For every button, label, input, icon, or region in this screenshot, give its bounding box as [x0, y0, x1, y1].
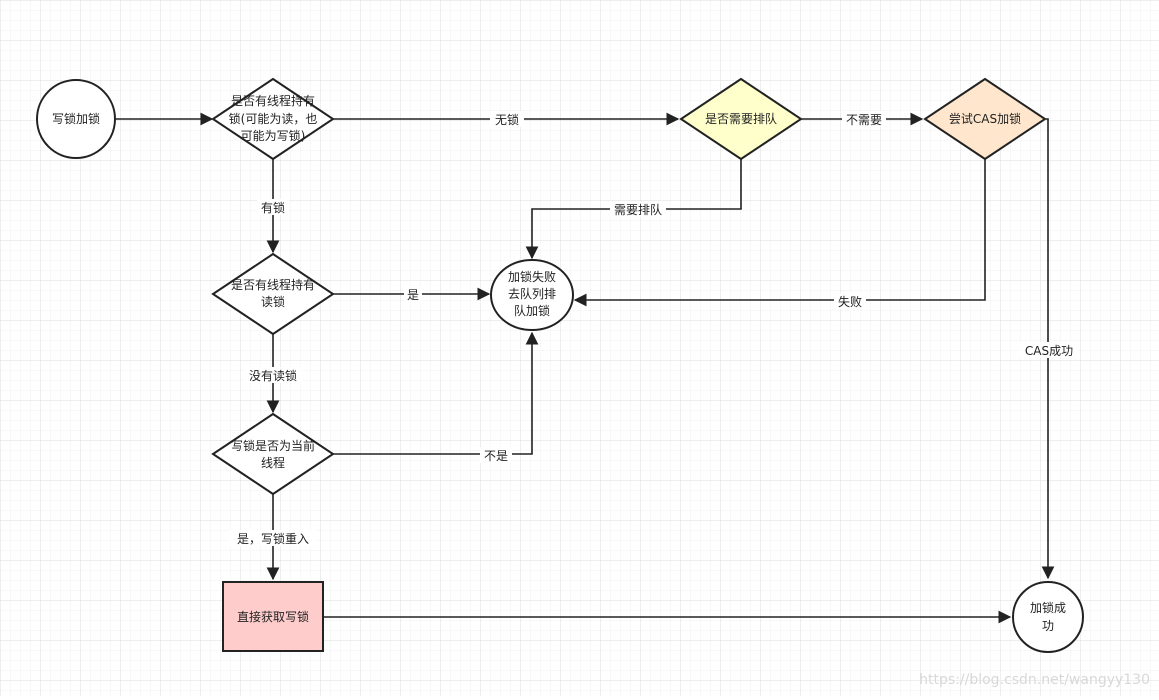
node-need-queue-label: 是否需要排队	[705, 111, 777, 126]
node-check-lock-line-3: 可能为写锁)	[241, 128, 306, 143]
edge-label-has-lock: 有锁	[261, 200, 285, 215]
node-check-read-line-1: 是否有线程持有	[231, 277, 315, 292]
node-fail-queue-line-1: 加锁失败	[508, 269, 556, 284]
node-check-read-line-2: 读锁	[261, 294, 285, 309]
node-start: 写锁加锁	[36, 79, 116, 159]
edge-label-need-queue: 需要排队	[614, 202, 662, 217]
node-try-cas: 尝试CAS加锁	[923, 77, 1047, 161]
node-direct-acquire: 直接获取写锁	[222, 581, 324, 652]
node-success: 加锁成 功	[1012, 581, 1084, 653]
edge-label-no-need: 不需要	[846, 113, 882, 127]
node-start-label: 写锁加锁	[52, 111, 100, 126]
watermark-url: https://blog.csdn.net/wangyy130	[919, 672, 1150, 688]
edge-label-yes: 是	[407, 288, 419, 302]
edge-label-no-lock: 无锁	[495, 112, 519, 127]
node-try-cas-label: 尝试CAS加锁	[949, 111, 1021, 126]
edges: 无锁 不需要 需要排队 有锁 是 失败 CAS成功 没有读锁 不是	[116, 111, 1078, 624]
node-direct-acquire-label: 直接获取写锁	[237, 609, 309, 624]
edge-label-reentrant: 是，写锁重入	[237, 531, 309, 546]
node-fail-queue: 加锁失败 去队列排 队加锁	[490, 259, 574, 331]
node-check-lock-line-2: 锁(可能为读，也	[229, 111, 318, 126]
nodes: 写锁加锁 是否有线程持有 锁(可能为读，也 可能为写锁) 是否需要排队 尝试CA…	[36, 77, 1084, 653]
node-success-line-2: 功	[1042, 619, 1054, 633]
node-check-lock-line-1: 是否有线程持有	[231, 93, 315, 108]
node-fail-queue-line-2: 去队列排	[508, 286, 556, 301]
edge-not-owner	[333, 331, 539, 455]
edge-label-not-owner: 不是	[484, 449, 508, 463]
edge-label-cas-success: CAS成功	[1025, 344, 1073, 358]
node-check-lock: 是否有线程持有 锁(可能为读，也 可能为写锁)	[211, 77, 335, 161]
edge-label-fail: 失败	[838, 294, 862, 309]
node-check-owner-line-1: 写锁是否为当前	[231, 438, 315, 453]
node-check-owner: 写锁是否为当前 线程	[211, 412, 335, 496]
edge-label-no-read-lock: 没有读锁	[249, 368, 297, 383]
node-fail-queue-line-3: 队加锁	[514, 303, 550, 318]
node-check-read: 是否有线程持有 读锁	[211, 252, 335, 336]
edge-cas-fail	[573, 159, 986, 307]
node-need-queue: 是否需要排队	[679, 77, 803, 161]
node-check-owner-line-2: 线程	[261, 455, 285, 470]
node-success-line-1: 加锁成	[1030, 600, 1066, 615]
